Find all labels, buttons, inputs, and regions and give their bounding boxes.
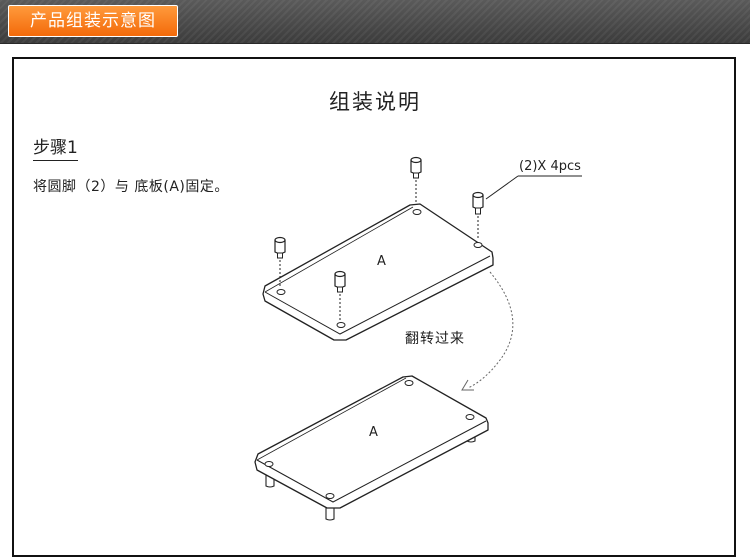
quantity-callout: (2)X 4pcs: [519, 159, 581, 174]
board-top-label: A: [377, 254, 386, 269]
assembly-illustration: [254, 156, 582, 521]
board-bottom-label: A: [369, 425, 378, 440]
step-instruction: 将圆脚（2）与 底板(A)固定。: [33, 179, 229, 195]
header-bar: 产品组装示意图: [0, 0, 750, 44]
flip-label: 翻转过来: [405, 331, 465, 347]
header-tab[interactable]: 产品组装示意图: [8, 5, 178, 37]
board-top: [262, 203, 494, 341]
foot-part: [334, 270, 346, 320]
flip-arrow: [461, 271, 514, 391]
foot-part: [274, 236, 286, 287]
step-label: 步骤1: [33, 133, 78, 161]
callout-leader: [485, 175, 582, 200]
diagram-title: 组装说明: [329, 90, 421, 114]
foot-part: [410, 156, 422, 205]
board-bottom: [254, 375, 489, 521]
foot-part: [472, 191, 484, 240]
